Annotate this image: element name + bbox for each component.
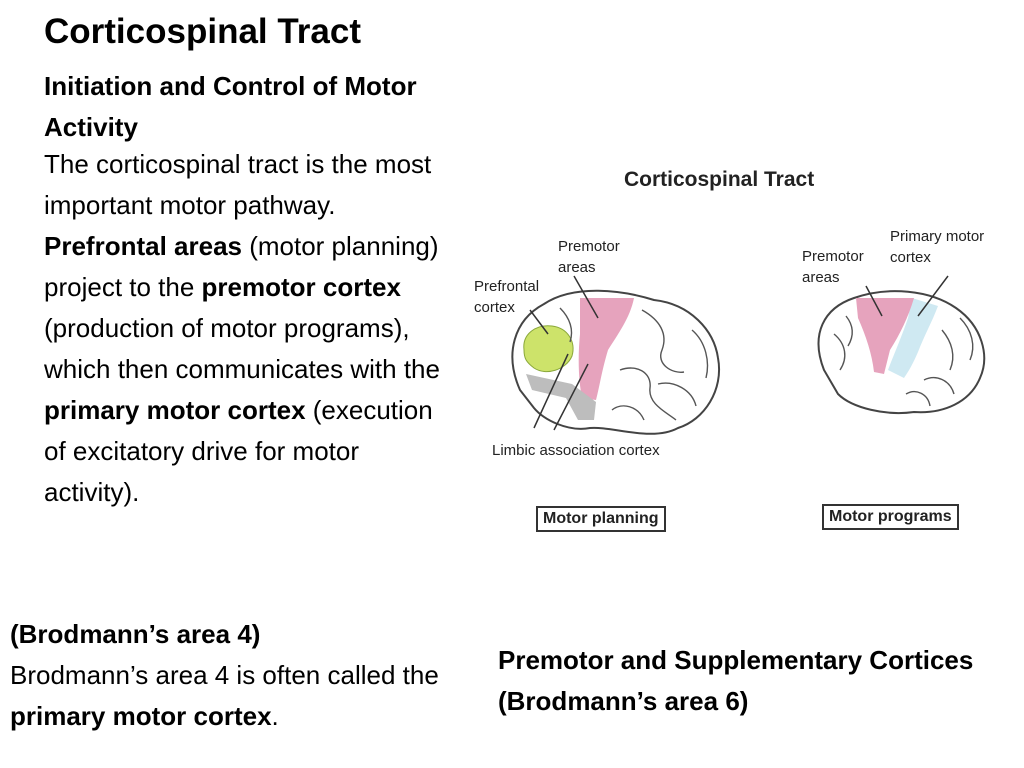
- body-text-3: (production of motor programs), which th…: [44, 313, 440, 384]
- left-pointer-lines: [529, 275, 599, 431]
- figure-title: Corticospinal Tract: [624, 168, 815, 191]
- motor-planning-box: Motor planning: [536, 506, 666, 532]
- brodmann-4-bold: primary motor cortex: [10, 701, 272, 731]
- body-text-2: (motor planning) project to the: [44, 231, 439, 302]
- limbic-label: Limbic association cortex: [492, 442, 660, 459]
- brodmann-4-text-1: Brodmann’s area 4 is often called the: [10, 660, 439, 690]
- body-paragraph: The corticospinal tract is the most impo…: [44, 144, 444, 513]
- motor-programs-box: Motor programs: [822, 504, 959, 530]
- corticospinal-figure: Corticospinal Tract: [462, 158, 1022, 548]
- left-premotor-region: [578, 298, 634, 400]
- left-premotor-label: Premotor areas: [558, 238, 620, 276]
- brodmann-4-heading: (Brodmann’s area 4): [10, 619, 261, 649]
- left-prefrontal-region: [523, 325, 574, 372]
- brodmann-4-block: (Brodmann’s area 4) Brodmann’s area 4 is…: [10, 614, 490, 737]
- brain-diagrams: [511, 275, 986, 435]
- slide-title: Corticospinal Tract: [44, 12, 362, 51]
- right-premotor-label: Premotor areas: [802, 248, 864, 286]
- right-primary-region: [888, 298, 938, 378]
- right-brain: [817, 275, 986, 415]
- right-gyri: [833, 315, 974, 407]
- right-premotor-region: [856, 298, 914, 374]
- primary-motor-label: Primary motor cortex: [890, 228, 985, 266]
- body-text-1: The corticospinal tract is the most impo…: [44, 149, 432, 220]
- premotor-caption: Premotor and Supplementary Cortices (Bro…: [498, 645, 974, 716]
- brodmann-4-text: Brodmann’s area 4 is often called the pr…: [10, 655, 490, 737]
- brodmann-4-text-2: .: [271, 701, 279, 731]
- left-gyri: [559, 307, 709, 421]
- left-brain-outline: [511, 289, 721, 435]
- body-text-4: (execution of excitatory drive for motor…: [44, 395, 433, 507]
- body-bold-prefrontal: Prefrontal areas: [44, 231, 242, 261]
- right-pointer-lines: [865, 275, 949, 317]
- body-bold-primary: primary motor cortex: [44, 395, 306, 425]
- prefrontal-label: Prefrontal cortex: [474, 278, 540, 316]
- left-brain: [511, 275, 721, 435]
- slide-subtitle: Initiation and Control of Motor Activity: [44, 71, 417, 142]
- left-limbic-region: [526, 374, 596, 420]
- body-bold-premotor: premotor cortex: [201, 272, 401, 302]
